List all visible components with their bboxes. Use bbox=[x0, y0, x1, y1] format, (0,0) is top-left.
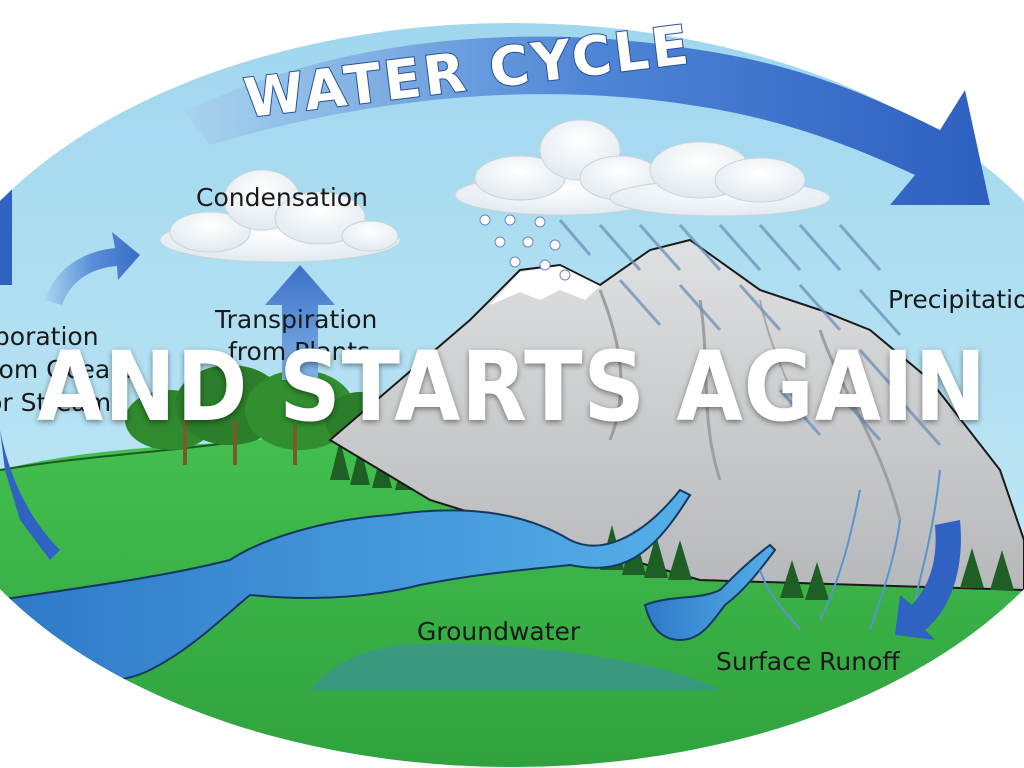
cloud-precipitation bbox=[454, 119, 831, 217]
label-precipitation: Precipitation bbox=[888, 285, 1024, 314]
left-arrow-top bbox=[0, 185, 12, 285]
label-evaporation-line1: Evaporation bbox=[0, 322, 99, 351]
runoff-arrow bbox=[895, 520, 961, 640]
evaporation-arrow bbox=[45, 232, 140, 305]
label-evaporation-line3: Lakes, or Streams bbox=[0, 388, 124, 417]
lake bbox=[0, 488, 692, 683]
runoff-streams bbox=[759, 469, 941, 631]
rain bbox=[558, 219, 942, 446]
label-transpiration-line2: from Plants bbox=[228, 337, 370, 366]
cloud-condensation bbox=[159, 169, 401, 263]
overlay-caption: AND STARTS AGAIN bbox=[37, 331, 987, 443]
runoff-pond bbox=[643, 543, 777, 642]
left-arrow-bottom bbox=[0, 430, 60, 560]
groundwater-area bbox=[310, 643, 720, 690]
label-evaporation-line2: from Oceans bbox=[0, 355, 139, 384]
snowflakes bbox=[479, 214, 571, 281]
label-condensation: Condensation bbox=[196, 183, 368, 212]
ground bbox=[0, 427, 1024, 767]
label-groundwater: Groundwater bbox=[417, 617, 581, 646]
bottom-right-arrow bbox=[975, 620, 1024, 720]
transpiration-arrow bbox=[265, 265, 335, 380]
label-transpiration: Transpiration bbox=[214, 305, 377, 334]
label-surface-runoff: Surface Runoff bbox=[716, 647, 900, 676]
title-arrow bbox=[185, 36, 990, 205]
